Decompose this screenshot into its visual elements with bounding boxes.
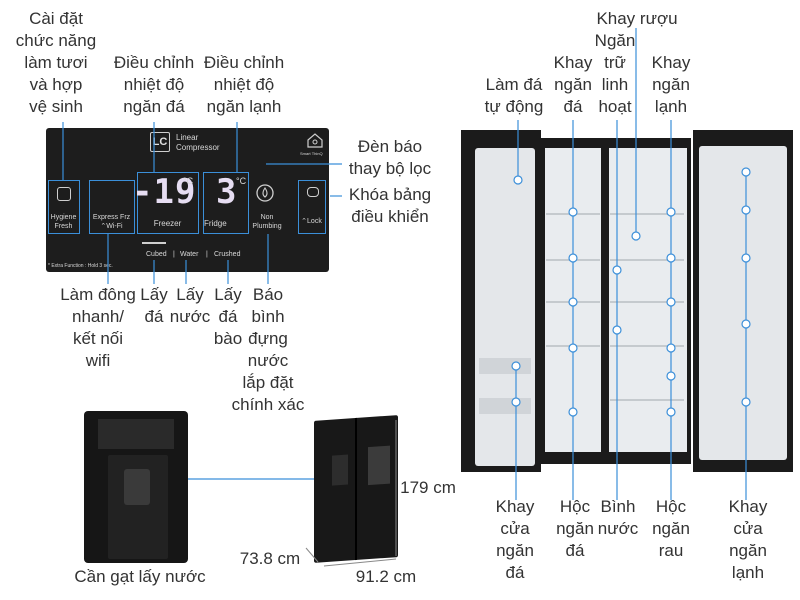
- fridge-unit: °C: [236, 176, 247, 186]
- label-fridge-shelf: Khay ngăn lạnh: [651, 53, 691, 116]
- label-fridge-temp: Điều chỉnh nhiệt độ ngăn lạnh: [203, 53, 285, 116]
- label-freezer-temp: Điều chỉnh nhiệt độ ngăn đá: [113, 53, 195, 116]
- label-freezer-door: Khay cửa ngăn đá: [495, 497, 535, 582]
- filter-icon: [255, 183, 275, 203]
- fridge-door: [693, 130, 793, 472]
- linear-compressor-text: Linear Compressor: [176, 133, 220, 152]
- footnote: * Extra Function : Hold 3 sec.: [48, 263, 113, 269]
- express-label: Express Frz ⌃Wi-Fi: [92, 214, 131, 230]
- label-fridge-door: Khay cửa ngăn lạnh: [728, 497, 768, 582]
- option-crushed[interactable]: Crushed: [214, 251, 241, 258]
- divider: |: [173, 251, 175, 258]
- hygiene-fresh-button[interactable]: Hygiene Fresh: [48, 180, 80, 234]
- lock-icon: [307, 187, 319, 197]
- smart-thinq-label: Smart ThinQ: [300, 151, 323, 156]
- label-hygiene: Cài đặt chức năng làm tươi và hợp vệ sin…: [15, 9, 97, 116]
- label-water-tank: Bình nước: [597, 497, 639, 538]
- hygiene-label: Hygiene Fresh: [50, 214, 77, 230]
- dimension-depth: 73.8 cm: [239, 549, 301, 568]
- water-lever[interactable]: [124, 469, 150, 505]
- label-ice-cubed: Lấy đá: [140, 285, 168, 326]
- label-filter: Đèn báo thay bộ lọc: [348, 137, 432, 178]
- selected-indicator: [142, 242, 166, 244]
- freezer-temp-button[interactable]: -19 °C Freezer: [132, 172, 199, 234]
- fridge-label: Fridge: [204, 219, 227, 228]
- label-lever: Cần gạt lấy nước: [74, 567, 206, 586]
- freezer-door: [461, 130, 541, 472]
- lock-label: ⌃Lock: [301, 218, 322, 225]
- lock-button[interactable]: ⌃Lock: [298, 180, 326, 234]
- label-freezer-shelf: Khay ngăn đá: [553, 53, 593, 116]
- label-water: Lấy nước: [169, 285, 211, 326]
- freezer-unit: °C: [183, 176, 194, 186]
- label-veg-drawer: Hộc ngăn rau: [652, 497, 690, 560]
- label-auto-ice: Làm đá tự động: [484, 75, 544, 116]
- dimension-height: 179 cm: [400, 478, 456, 497]
- control-panel: LC Linear Compressor Smart ThinQ Hygiene…: [46, 128, 329, 272]
- dispenser-mini-panel: [98, 419, 174, 449]
- freezer-temp-display: -19: [132, 172, 197, 212]
- label-flex-storage: Ngăn trữ linh hoạt: [594, 31, 636, 116]
- label-ice-crushed: Lấy đá bào: [213, 285, 243, 348]
- option-water[interactable]: Water: [180, 251, 199, 258]
- label-freezer-drawer: Hộc ngăn đá: [556, 497, 594, 560]
- hygiene-icon: [57, 187, 71, 201]
- divider: |: [206, 251, 208, 258]
- label-wine-tray: Khay rượu: [596, 9, 678, 28]
- express-freeze-button[interactable]: Express Frz ⌃Wi-Fi: [89, 180, 135, 234]
- fridge-temp-button[interactable]: 3 °C Fridge: [203, 172, 249, 234]
- freezer-label: Freezer: [153, 219, 182, 228]
- dispenser-closeup: [84, 411, 188, 563]
- label-express: Làm đông nhanh/ kết nối wifi: [60, 285, 136, 370]
- option-cubed[interactable]: Cubed: [146, 251, 167, 258]
- fridge-temp-display: 3: [216, 172, 238, 212]
- dimension-width: 91.2 cm: [355, 567, 417, 586]
- label-lock: Khóa bảng điều khiển: [348, 185, 432, 226]
- fridge-door-liner: [699, 146, 787, 460]
- plumbing-label: Non Plumbing: [252, 214, 282, 230]
- lc-logo: LC: [150, 132, 170, 152]
- label-plumbing: Báo bình đựng nước lắp đặt chính xác: [231, 285, 305, 414]
- smart-thinq-icon: [304, 132, 326, 150]
